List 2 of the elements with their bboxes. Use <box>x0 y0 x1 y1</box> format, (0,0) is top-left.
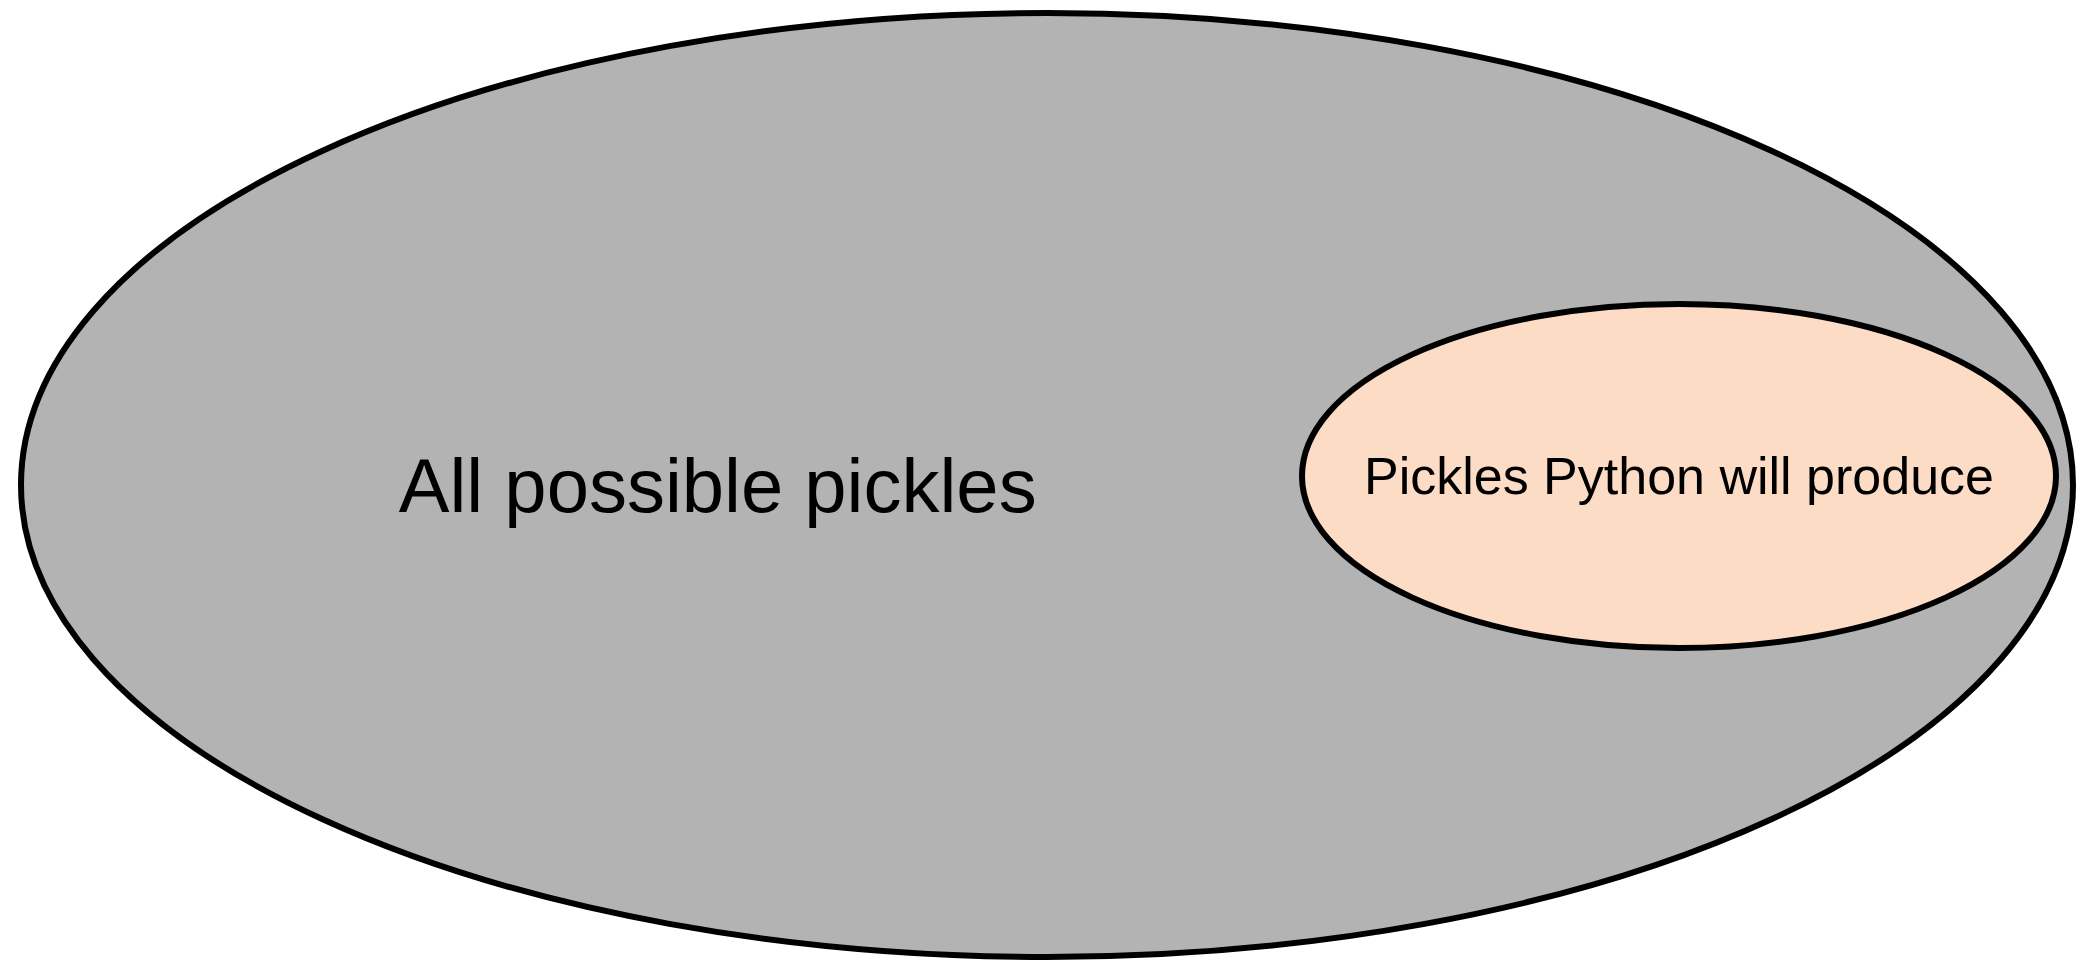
set-label: Pickles Python will produce <box>1363 446 1995 506</box>
set-label: All possible pickles <box>398 441 1037 529</box>
